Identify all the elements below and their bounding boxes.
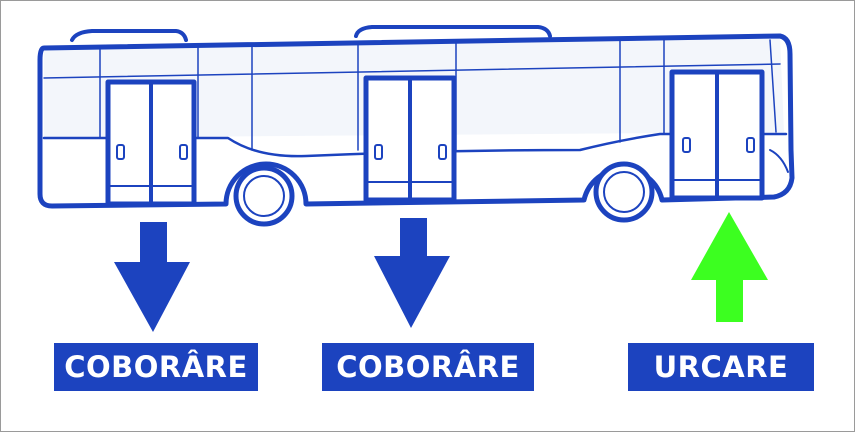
rear-door: [105, 79, 197, 207]
front-door: [669, 69, 765, 201]
middle-door: [363, 75, 457, 203]
bus-body: [37, 33, 795, 209]
label-bg-front: [628, 343, 814, 391]
roof-unit-middle: [354, 25, 552, 38]
middle-door-exit-label: COBORÂRE: [336, 350, 520, 384]
label-bg-rear: [54, 343, 258, 391]
arrow-down-icon: [114, 222, 190, 332]
rear-door-exit-label: COBORÂRE: [64, 350, 248, 384]
front-wheel-hub: [603, 171, 645, 213]
roof-unit-rear: [70, 29, 188, 42]
bus-outline-icon: [37, 25, 795, 227]
front-door-entry-label: URCARE: [653, 350, 789, 384]
label-bg-middle: [322, 343, 534, 391]
arrow-down-icon: [374, 218, 450, 328]
rear-wheel-hub: [243, 175, 285, 217]
windshield: [769, 39, 777, 133]
front-bumper: [769, 149, 789, 173]
arrow-up-icon: [691, 212, 768, 322]
upper-window-line: [43, 63, 781, 79]
